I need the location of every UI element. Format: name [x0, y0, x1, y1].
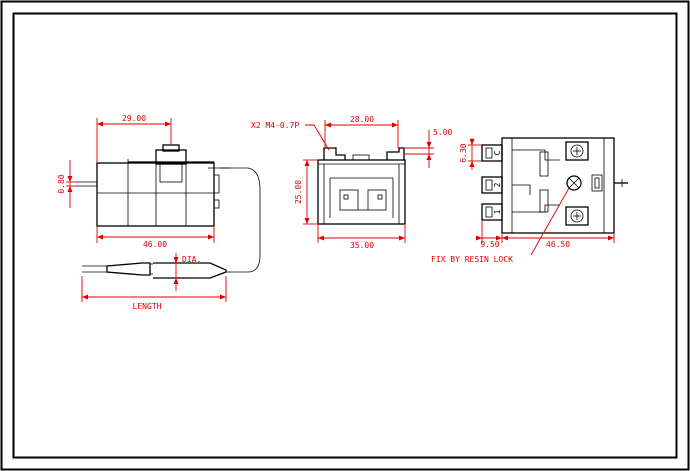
dim-length: LENGTH	[133, 302, 162, 311]
dim-term-pitch: 6.30	[459, 143, 468, 162]
terminal-label-c: C	[493, 150, 502, 155]
terminal-2: 2	[481, 176, 503, 194]
dim-mount-spacing: 28.00	[350, 115, 374, 124]
dim-height-side: 0.80	[57, 174, 66, 193]
side-view-dimensions: 29.00 46.00 0.80 DIA. LENGTH	[57, 114, 227, 311]
terminal-label-1: 1	[493, 209, 502, 214]
dim-body-width: 46.00	[143, 240, 167, 249]
dim-offset: 5.00	[433, 128, 452, 137]
dim-front-width: 35.00	[350, 241, 374, 250]
dim-top-width: 29.00	[122, 114, 146, 123]
dim-mount-thread: X2 M4-0.7P	[251, 121, 299, 130]
terminal-1: 1	[481, 203, 503, 221]
terminal-c: C	[481, 144, 503, 162]
front-view	[317, 147, 406, 225]
front-view-dimensions: X2 M4-0.7P 28.00 25.00 35.00 5.00	[251, 115, 452, 250]
top-view: C 2 1	[481, 137, 628, 234]
terminal-label-2: 2	[493, 182, 502, 187]
dim-dia: DIA.	[182, 255, 201, 264]
side-view	[76, 144, 261, 279]
note-resin-lock: FIX BY RESIN LOCK	[431, 255, 513, 264]
dim-front-height: 25.00	[294, 180, 303, 204]
top-view-dimensions: 6.30 9.50 46.50 FIX BY RESIN LOCK	[431, 138, 615, 264]
dim-term-width: 9.50	[480, 240, 499, 249]
dim-right-width: 46.50	[546, 240, 570, 249]
inner-frame	[12, 12, 678, 459]
